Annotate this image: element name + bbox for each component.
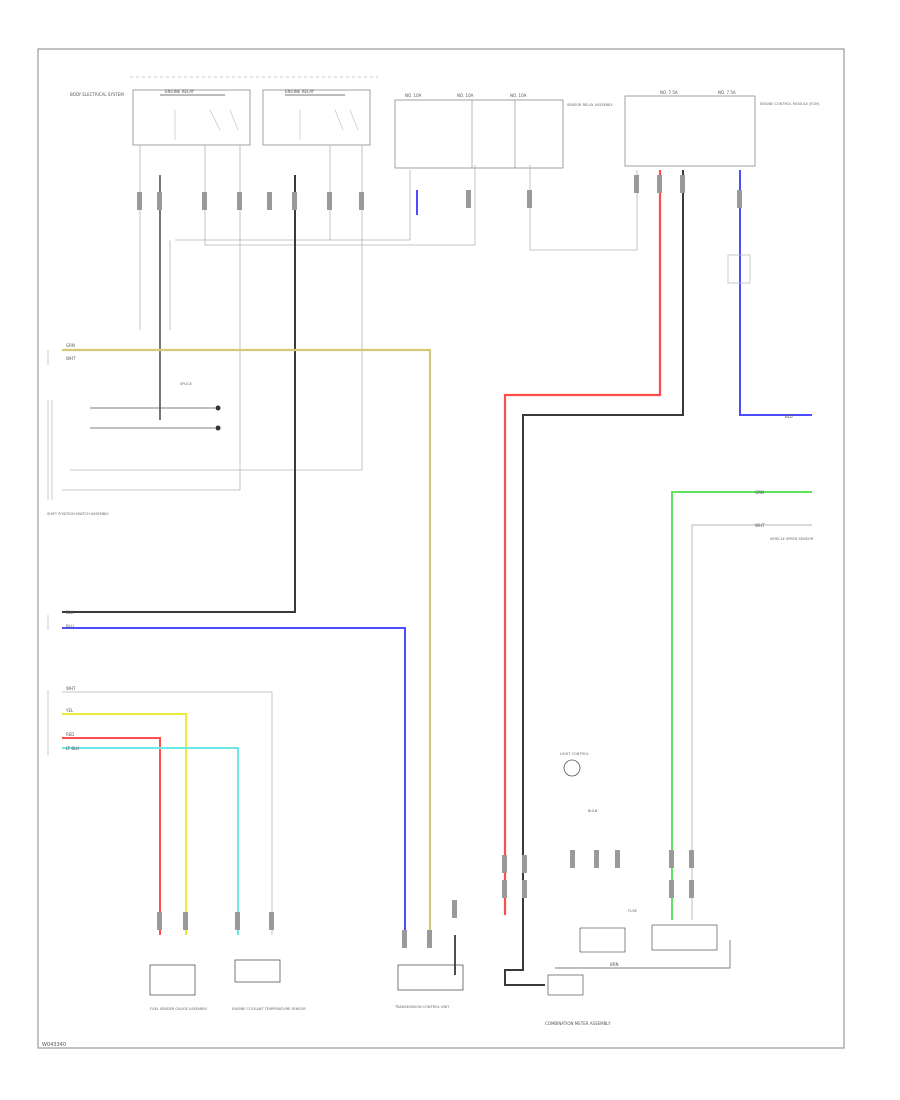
wire-label-grn-top: GRN xyxy=(66,343,75,348)
diagram-frame xyxy=(37,48,845,1049)
wire-label-blu-top: BLU xyxy=(785,414,793,419)
relay-box-1-label: ENGINE RELAY xyxy=(165,89,195,94)
fuse-right-b: NO. 7.5A xyxy=(718,90,736,95)
light-label: LIGHT CONTROL xyxy=(560,752,589,756)
bottom-sensor-1-label: FUEL SENDER GAUGE ASSEMBLY xyxy=(150,1007,208,1011)
cyan-wire-left xyxy=(62,747,239,935)
fuse-right-a: NO. 7.5A xyxy=(660,90,678,95)
relay-box-2-label: ENGINE RELAY xyxy=(285,89,315,94)
bottom-sensor-2: ENGINE COOLANT TEMPERATURE SENSOR xyxy=(232,959,306,1011)
black-wire-right xyxy=(504,170,684,986)
fuse-2-label: NO. 10A xyxy=(457,93,474,98)
relay-box-1: ENGINE RELAY xyxy=(132,89,251,146)
module-right-label: ENGINE CONTROL MODULE (ECM) xyxy=(760,102,820,106)
wire-label-grn-right: GRN xyxy=(755,490,764,495)
yellow-wire-left xyxy=(62,713,187,935)
fuse-1-label: NO. 10A xyxy=(405,93,422,98)
wire-label-red-left: RED xyxy=(66,732,74,737)
fuse-3-label: NO. 10A xyxy=(510,93,527,98)
bottom-sensor-3: TRANSMISSION CONTROL UNIT xyxy=(394,964,464,1009)
meter-inner xyxy=(547,924,731,996)
bottom-sensor-3-label: TRANSMISSION CONTROL UNIT xyxy=(394,1005,450,1009)
right-inline-sensor xyxy=(727,254,751,284)
green-wire-right xyxy=(671,491,812,920)
switch-dot-2 xyxy=(215,425,221,431)
blue-wire-right xyxy=(739,170,812,416)
wire-label-wht-top: WHT xyxy=(66,356,76,361)
fuse-block: NO. 10A NO. 10A NO. 10A SENSOR RELAY ASS… xyxy=(394,93,614,169)
right-sensor-label: VEHICLE SPEED SENSOR xyxy=(770,537,814,541)
left-connector-bracket xyxy=(47,350,53,755)
center-bulb-label: BULB xyxy=(588,809,598,813)
tan-wire xyxy=(62,348,432,935)
ground-splice-label: SPLICE xyxy=(180,382,192,386)
left-switch-lines xyxy=(90,407,215,429)
wire-label-blk-mid: BLK xyxy=(66,610,74,615)
ecm-box: NO. 7.5A NO. 7.5A ENGINE CONTROL MODULE … xyxy=(624,90,820,167)
red-wire-left xyxy=(62,737,161,935)
fuse-center-label: FUSE xyxy=(628,909,637,913)
wire-labels: GRN WHT BLK BLU WHT YEL RED LT BLU BLU G… xyxy=(65,343,793,967)
wire-label-ltblu-left: LT BLU xyxy=(66,746,79,751)
blue-wire xyxy=(62,627,406,935)
switch-dot-1 xyxy=(215,405,221,411)
figure-code: W043340 xyxy=(42,1042,66,1048)
bottom-sensor-2-label: ENGINE COOLANT TEMPERATURE SENSOR xyxy=(232,1007,306,1011)
wire-label-wht-left: WHT xyxy=(66,686,76,691)
bottom-sensor-1: FUEL SENDER GAUGE ASSEMBLY xyxy=(149,964,208,1011)
top-gray-wires xyxy=(62,145,638,491)
connector-markers xyxy=(137,175,742,948)
bottom-caption: COMBINATION METER ASSEMBLY xyxy=(545,1021,611,1026)
light-control-bulb xyxy=(563,759,581,777)
white-wire-left xyxy=(62,691,273,935)
black-wire-mid xyxy=(62,175,296,613)
red-wire-right xyxy=(503,170,662,915)
wire-label-brn-bottom: BRN xyxy=(610,962,619,967)
relay-box-2: ENGINE RELAY xyxy=(262,89,371,146)
white-wire-right xyxy=(691,524,812,920)
wire-label-wht-right: WHT xyxy=(755,523,765,528)
left-connector-label: SHIFT POSITION SWITCH ASSEMBLY xyxy=(47,512,110,516)
top-left-label: BODY ELECTRICAL SYSTEM xyxy=(70,92,124,97)
wire-label-yel-left: YEL xyxy=(65,708,74,713)
relay-group-label: SENSOR RELAY ASSEMBLY xyxy=(567,103,614,107)
wire-label-blu-mid: BLU xyxy=(66,624,74,629)
